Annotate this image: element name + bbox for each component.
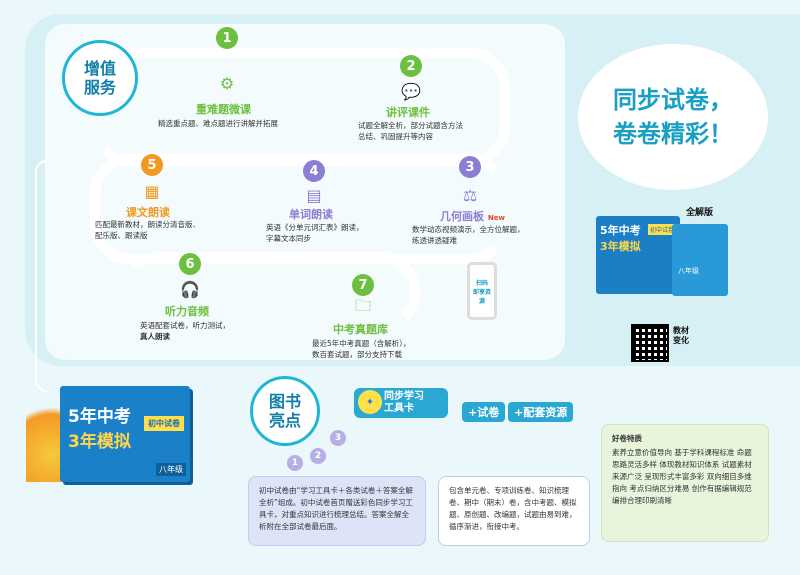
phone-illustration: 扫码 即享资源 — [467, 262, 497, 320]
plus-resources-label: +配套资源 — [508, 402, 574, 422]
service-title: 重难题微课 — [196, 103, 251, 116]
folder-icon: 🗀 — [354, 295, 371, 315]
book-cover-right: 5年中考 3年模拟 初中试卷 — [596, 216, 680, 294]
edition-label: 全解版 — [686, 208, 714, 218]
service-title: 几何画板 New — [440, 210, 505, 223]
presentation-icon: ▤ — [306, 185, 322, 205]
geometry-icon: ⚖ — [462, 185, 478, 205]
toolkit-icon: ✦ — [358, 390, 382, 414]
document-icon: ▦ — [144, 181, 160, 201]
step-number: 6 — [179, 253, 201, 275]
service-title: 听力音频 — [165, 305, 209, 318]
gears-icon: ⚙ — [219, 73, 235, 93]
service-desc: 试题全解全析，部分试题含方法总结、巩固提升等内容 — [358, 121, 463, 141]
service-desc: 最近5年中考真题（含解析），数百套试题，部分支持下载 — [312, 339, 411, 359]
step-number: 3 — [459, 156, 481, 178]
service-desc: 精选重点题、难点题进行讲解并拓展 — [158, 119, 278, 128]
service-desc: 英语配套试卷，听力测试，真人朗读 — [140, 321, 230, 341]
point-marker: 1 — [287, 455, 303, 471]
step-number: 4 — [303, 160, 325, 182]
qr-code — [631, 324, 669, 362]
step-number: 5 — [141, 154, 163, 176]
book-cover-right-back: 八年级 — [672, 224, 728, 296]
book-cover-left: 5年中考 3年模拟 初中试卷 八年级 — [60, 386, 190, 482]
service-title: 中考真题库 — [333, 323, 388, 336]
service-title: 讲评课件 — [386, 106, 430, 119]
road-segment — [90, 48, 510, 166]
plus-exam-label: +试卷 — [462, 402, 506, 422]
book-highlights-badge: 图书亮点 — [250, 376, 320, 446]
highlight-box-1: 初中试卷由“学习工具卡＋各类试卷＋答案全解全析”组成。初中试卷首页赠送彩色同步学… — [248, 476, 426, 546]
service-desc: 匹配最新教材，朗读分清音版、配乐版、跟读版 — [95, 220, 200, 240]
point-marker: 2 — [310, 448, 326, 464]
highlight-box-3: 好卷特质 素养立意价值导向 基于学科课程标准 命题思路灵活多样 体现教材知识体系… — [601, 424, 769, 542]
service-desc: 数学动态视频演示，全方位解题，练透讲透疑难 — [412, 225, 525, 245]
slogan: 同步试卷，卷卷精彩！ — [578, 44, 768, 190]
headphones-icon: 🎧 — [180, 279, 200, 299]
point-marker: 3 — [330, 430, 346, 446]
qr-caption: 教材变化 — [673, 326, 689, 345]
step-number: 2 — [400, 55, 422, 77]
step-number: 7 — [352, 274, 374, 296]
chat-icon: 💬 — [401, 81, 421, 101]
service-title: 课文朗读 — [126, 206, 170, 219]
highlight-box-2: 包含单元卷、专项训练卷、知识梳理卷、期中（期末）卷，含中考题、模拟题、原创题、改… — [438, 476, 590, 546]
value-added-services-badge: 增值服务 — [62, 40, 138, 116]
road-segment — [120, 252, 420, 332]
connector-line — [35, 160, 47, 392]
service-title: 单词朗读 — [289, 208, 333, 221]
step-number: 1 — [216, 27, 238, 49]
service-desc: 英语《分单元词汇表》朗读，字幕文本同步 — [266, 223, 364, 243]
